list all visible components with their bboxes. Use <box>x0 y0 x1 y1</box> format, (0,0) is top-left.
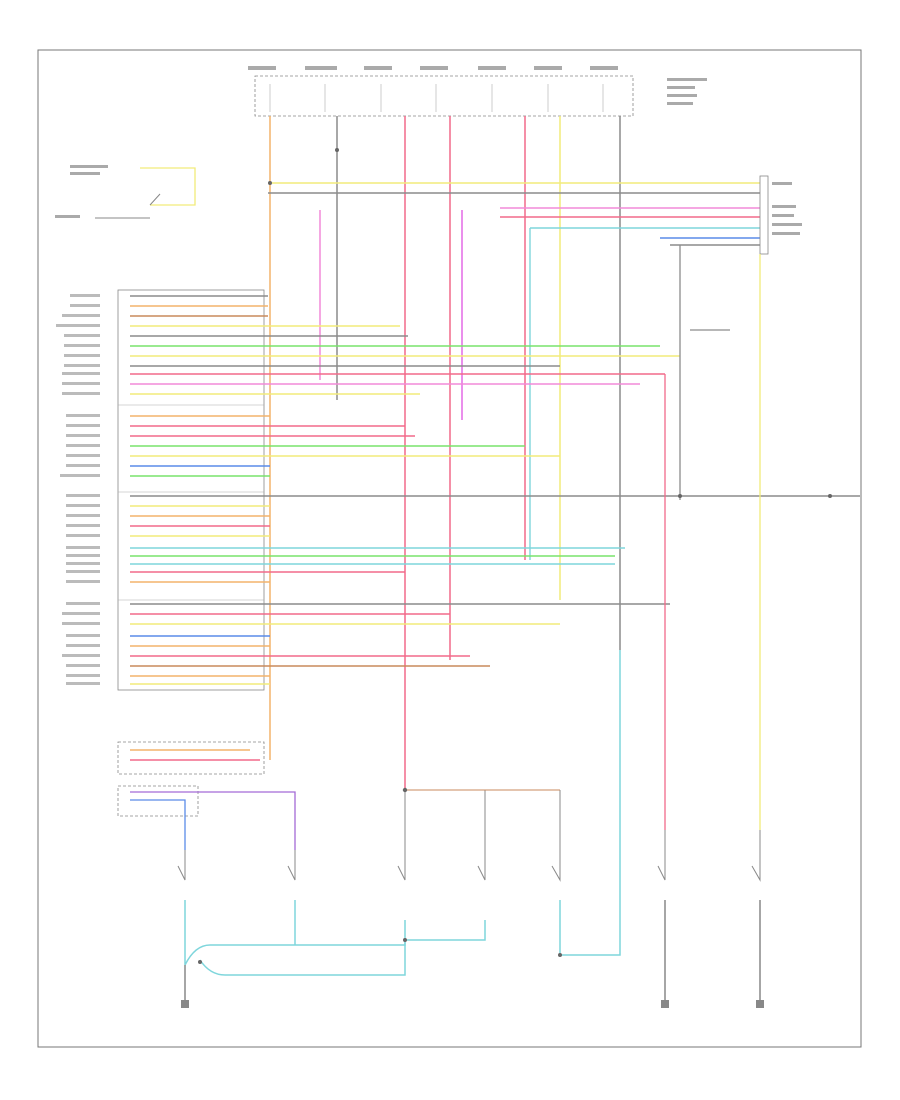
ground-icon <box>181 1000 764 1008</box>
module-connector <box>117 289 265 691</box>
lower-connector <box>117 741 296 850</box>
ground-wires <box>184 650 761 1000</box>
bottom-switches <box>177 789 761 882</box>
main-wires <box>269 116 621 790</box>
fuse-panel <box>248 66 707 117</box>
right-connector <box>759 175 802 255</box>
module-wires <box>130 295 860 685</box>
diagram-border <box>37 49 862 1048</box>
splice-wires <box>664 245 761 830</box>
pin-labels <box>56 294 100 685</box>
indicator-switch <box>55 165 196 219</box>
splice-points <box>198 148 832 964</box>
right-connector-wires <box>268 182 760 560</box>
